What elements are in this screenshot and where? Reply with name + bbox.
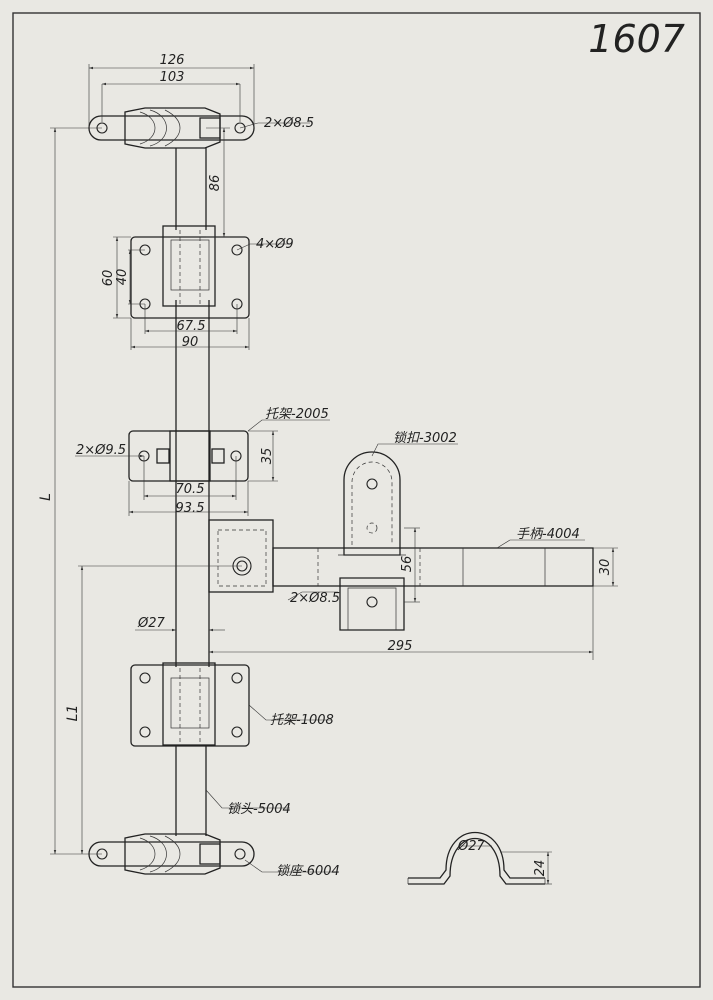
label-handle-4004: 手柄-4004 bbox=[516, 527, 580, 542]
label-catch-3002: 锁扣-3002 bbox=[393, 431, 457, 446]
dim-70-5: 70.5 bbox=[176, 482, 205, 497]
dim-holes-bracket: 4×Ø9 bbox=[256, 237, 294, 252]
dim-90: 90 bbox=[182, 335, 199, 350]
dimension-lines bbox=[50, 64, 618, 885]
dim-diameter-27: Ø27 bbox=[137, 616, 166, 631]
dim-60: 60 bbox=[101, 270, 116, 287]
dim-126: 126 bbox=[160, 53, 185, 68]
label-lock-head-5004: 锁头-5004 bbox=[227, 802, 291, 817]
handle-4004 bbox=[208, 519, 594, 593]
bottom-lock-seat bbox=[88, 833, 255, 875]
dim-103: 103 bbox=[160, 70, 185, 85]
dim-35: 35 bbox=[260, 448, 275, 465]
drawing-number: 1607 bbox=[588, 17, 685, 61]
label-bracket-1008: 托架-1008 bbox=[270, 713, 334, 728]
part-labels: 托架-2005 锁扣-3002 手柄-4004 托架-1008 锁头-5004 … bbox=[227, 407, 580, 879]
label-bracket-2005: 托架-2005 bbox=[265, 407, 329, 422]
dim-clip-height: 24 bbox=[533, 860, 548, 877]
dim-67-5: 67.5 bbox=[177, 319, 206, 334]
vertical-rod bbox=[175, 148, 210, 836]
dim-86: 86 bbox=[208, 175, 223, 192]
dim-clip-diameter: Ø27 bbox=[457, 839, 486, 854]
dim-30: 30 bbox=[598, 559, 613, 576]
dim-93-5: 93.5 bbox=[176, 501, 205, 516]
dim-L1: L1 bbox=[65, 705, 81, 722]
bracket-1008 bbox=[130, 662, 250, 747]
label-leaders bbox=[205, 122, 585, 873]
dim-holes-top: 2×Ø8.5 bbox=[264, 116, 314, 131]
dim-56: 56 bbox=[400, 556, 415, 573]
label-lock-seat-6004: 锁座-6004 bbox=[276, 863, 340, 879]
dimension-texts: 126 103 2×Ø8.5 86 4×Ø9 60 40 67.5 90 L 2… bbox=[38, 53, 613, 876]
dim-40: 40 bbox=[115, 269, 130, 286]
dim-holes-mid: 2×Ø9.5 bbox=[76, 443, 126, 458]
dim-295: 295 bbox=[388, 639, 413, 654]
dim-holes-catch: 2×Ø8.5 bbox=[290, 591, 340, 606]
sheet-border bbox=[12, 12, 701, 988]
dim-L: L bbox=[38, 493, 54, 501]
pipe-clip bbox=[407, 832, 546, 885]
